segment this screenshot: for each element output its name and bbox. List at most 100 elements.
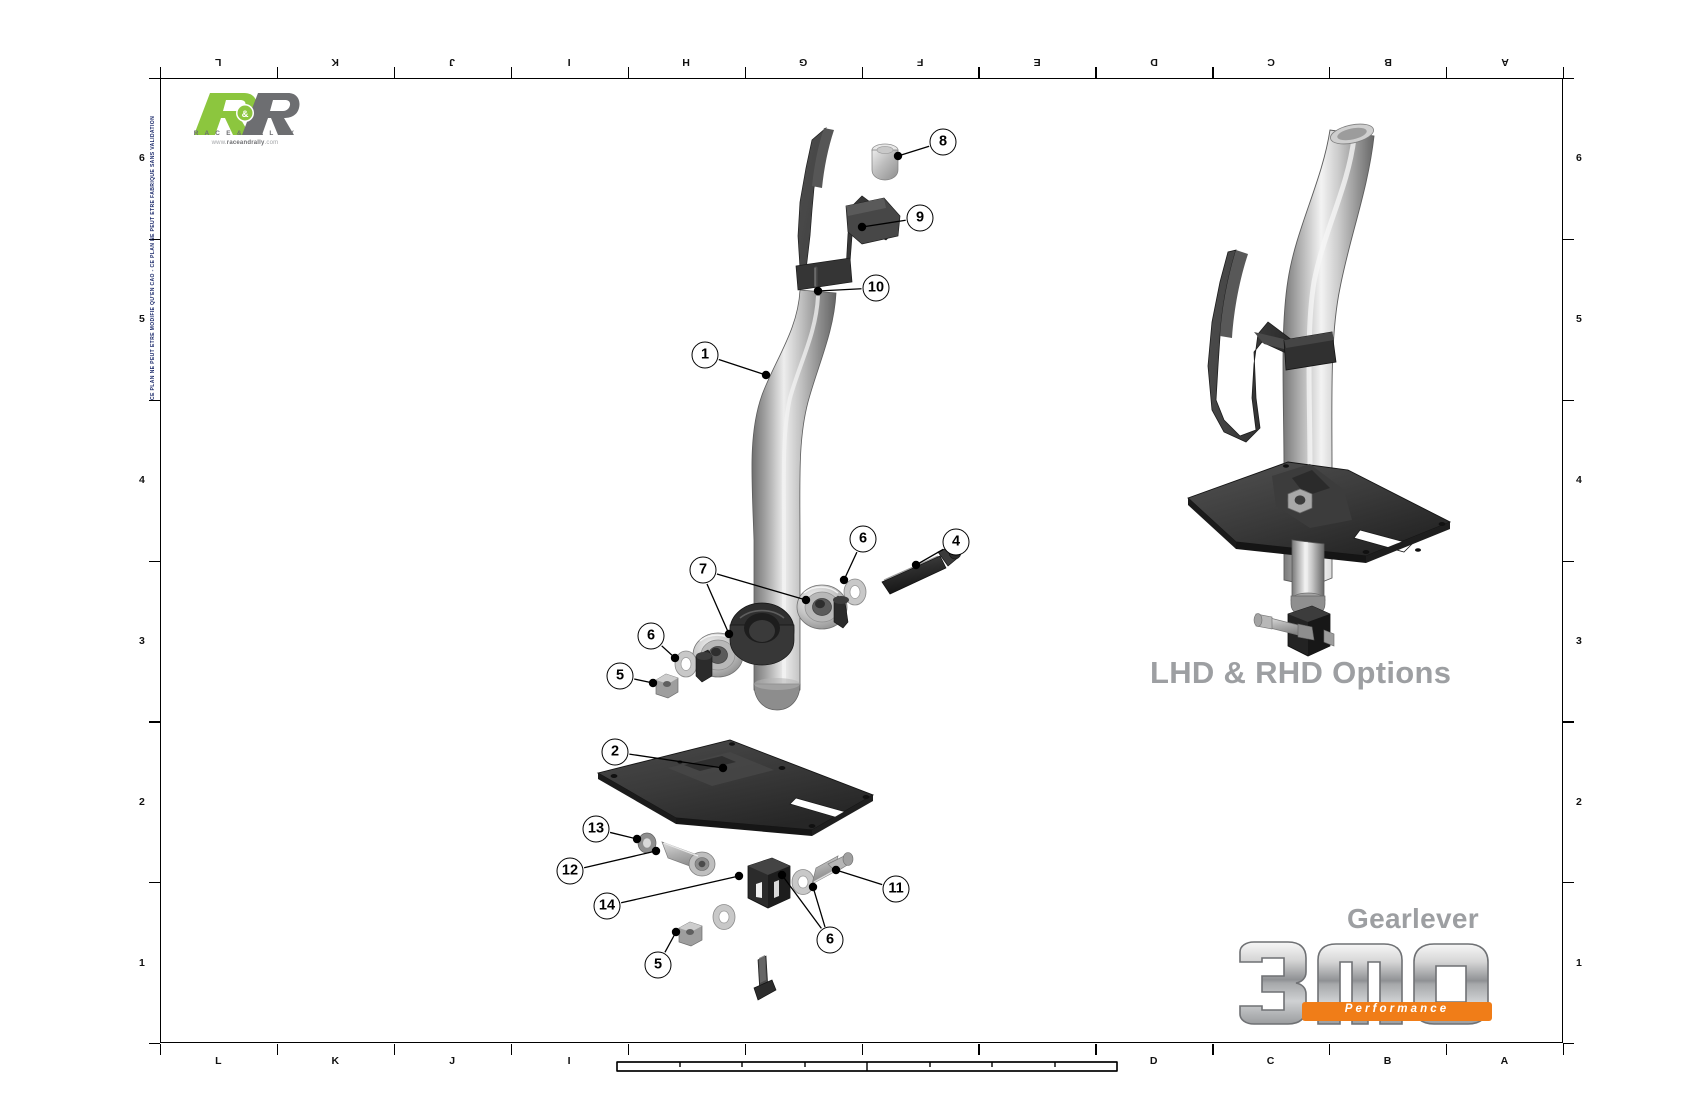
callout-balloon-5[interactable]: 5	[644, 951, 672, 979]
part-11-pivot-bolt-short	[811, 852, 854, 885]
ruler-tick	[1329, 1044, 1331, 1055]
callout-balloon-10[interactable]: 10	[862, 274, 890, 302]
assembled-pivot-hardware	[1287, 488, 1313, 514]
callout-balloon-14[interactable]: 14	[593, 892, 621, 920]
part-6-flat-washer-a	[674, 650, 698, 678]
ruler-tick	[1212, 1044, 1214, 1055]
ruler-tick	[149, 721, 160, 723]
callout-balloon-7[interactable]: 7	[689, 556, 717, 584]
callout-balloon-6[interactable]: 6	[816, 926, 844, 954]
ruler-tick	[1563, 560, 1574, 562]
assembled-lower-shaft	[1291, 539, 1325, 601]
ruler-column-letter: A	[1500, 1055, 1509, 1067]
part-15-locating-pin-screw	[753, 955, 777, 1001]
ruler-tick	[744, 1044, 746, 1055]
page-title: Gearlever	[1347, 903, 1479, 934]
race-and-rally-logo: &	[190, 88, 300, 140]
part-14-lower-yoke-block	[747, 857, 791, 909]
part-6-flat-washer-d	[712, 904, 736, 930]
part-6-flat-washer-c	[791, 869, 815, 895]
part-6-flat-washer-b	[843, 578, 867, 606]
ruler-column-letter: J	[449, 1055, 456, 1067]
ruler-tick	[1563, 1044, 1565, 1055]
ruler-tick	[1446, 67, 1448, 78]
ruler-tick	[1563, 78, 1574, 80]
ruler-tick	[1212, 67, 1214, 78]
ruler-tick	[1563, 399, 1574, 401]
ruler-tick	[160, 1044, 162, 1055]
ruler-row-number: 5	[139, 313, 145, 326]
exploded-assembly-view	[596, 127, 962, 1001]
ruler-tick	[149, 560, 160, 562]
ruler-row-number: 1	[139, 956, 145, 969]
ruler-tick	[149, 238, 160, 241]
ruler-column-letter: C	[1266, 1055, 1275, 1067]
ruler-column-letter: D	[1149, 1055, 1158, 1067]
rr-logo-mark: &	[194, 93, 300, 135]
performance-tagline: Performance	[1344, 1003, 1450, 1015]
part-10-lockout-pin	[814, 266, 818, 292]
ruler-left: 6 5 4 3 2 1	[138, 78, 160, 1045]
assembled-gearlever-view	[1187, 123, 1452, 657]
ruler-row-number: 5	[1576, 313, 1582, 326]
ruler-column-letter: I	[567, 1055, 571, 1067]
ruler-tick	[393, 1044, 396, 1055]
lhd-rhd-options-label: LHD & RHD Options	[1150, 655, 1452, 690]
callout-balloon-12[interactable]: 12	[556, 857, 584, 885]
part-5-hex-nut-upper	[655, 673, 679, 699]
ruler-tick	[149, 78, 160, 80]
ruler-tick	[393, 67, 396, 78]
url-prefix: www.	[211, 140, 227, 146]
callout-balloon-2[interactable]: 2	[601, 738, 629, 766]
ruler-tick	[1563, 67, 1565, 78]
ruler-tick	[1329, 67, 1331, 78]
performance-band	[1302, 1002, 1492, 1021]
part-5-hex-nut-lower	[678, 921, 703, 947]
callout-balloon-1[interactable]: 1	[691, 341, 719, 369]
ruler-tick	[510, 67, 513, 78]
ruler-tick	[149, 882, 160, 884]
rr-logo-url: www.raceandrally.com	[192, 140, 298, 146]
part-8-reverse-lockout-collar	[871, 143, 899, 181]
ruler-tick	[1446, 1044, 1448, 1055]
ruler-tick	[1095, 67, 1097, 78]
callout-balloon-5[interactable]: 5	[606, 662, 634, 690]
ruler-row-number: 6	[1576, 152, 1582, 165]
part-13-washer-small	[637, 832, 657, 854]
ruler-tick	[276, 1044, 279, 1055]
ruler-tick	[1563, 238, 1574, 241]
bushing-right	[833, 595, 849, 629]
ruler-column-letter: B	[1383, 1055, 1392, 1067]
glyph-3	[1239, 941, 1307, 1025]
callout-balloon-8[interactable]: 8	[929, 128, 957, 156]
drawing-frame-border	[160, 78, 1563, 1043]
rr-logo-subtitle: R A C E & R A L L Y	[193, 130, 297, 137]
ruler-tick	[149, 399, 160, 401]
callout-balloon-11[interactable]: 11	[882, 875, 910, 903]
assembled-yoke-bolt	[1253, 613, 1335, 647]
callout-balloon-6[interactable]: 6	[849, 525, 877, 553]
ruler-row-number: 4	[139, 474, 145, 487]
ruler-row-number: 2	[1576, 795, 1582, 808]
ruler-tick	[1563, 1043, 1574, 1045]
callout-balloon-9[interactable]: 9	[906, 204, 934, 232]
ruler-tick	[978, 1044, 980, 1055]
callout-balloon-6[interactable]: 6	[637, 622, 665, 650]
ruler-row-number: 2	[139, 795, 145, 808]
url-main: raceandrally	[226, 140, 265, 146]
callout-balloon-4[interactable]: 4	[942, 528, 970, 556]
ruler-tick	[978, 67, 980, 78]
ruler-row-number: 3	[139, 634, 145, 647]
ruler-tick	[861, 67, 863, 78]
ruler-tick	[1563, 721, 1574, 723]
bushing-left	[695, 649, 713, 683]
ruler-row-number: 4	[1576, 474, 1582, 487]
ruler-row-number: 1	[1576, 956, 1582, 969]
ruler-row-number: 6	[139, 152, 145, 165]
callout-balloon-13[interactable]: 13	[582, 815, 610, 843]
